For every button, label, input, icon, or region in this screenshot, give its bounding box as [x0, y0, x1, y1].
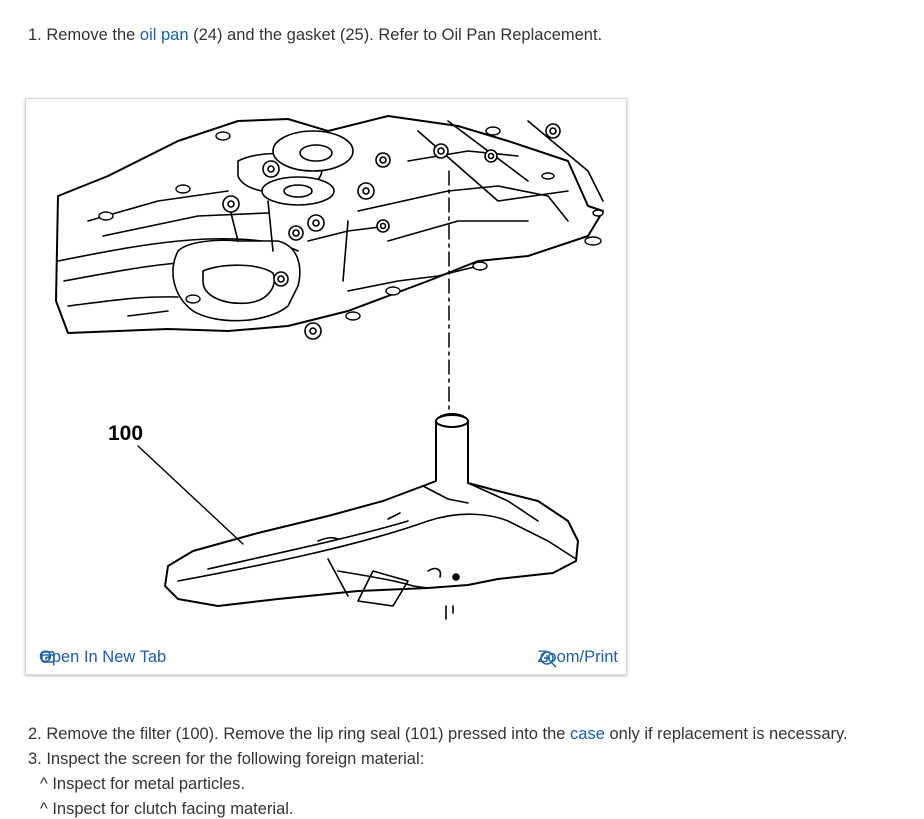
step-1-text-after: (24) and the gasket (25). Refer to Oil P…: [188, 26, 603, 44]
case-link[interactable]: case: [570, 725, 605, 743]
open-in-new-tab-label: Open In New Tab: [39, 648, 167, 666]
zoom-plus-icon: [540, 651, 557, 668]
open-in-new-tab-button[interactable]: Open In New Tab: [39, 648, 166, 667]
illustration-figure: 100 Open In New Tab Zoom/Print: [25, 98, 627, 675]
bullet-item: ^ Inspect for clutch facing material.: [40, 800, 294, 818]
step-3-text: 3. Inspect the screen for the following …: [28, 750, 425, 768]
zoom-print-button[interactable]: Zoom/Print: [537, 648, 618, 668]
zoom-print-label: Zoom/Print: [537, 648, 618, 666]
step-2-text-after: only if replacement is necessary.: [604, 725, 848, 743]
callout-label-100: 100: [108, 422, 143, 445]
transmission-filter-illustration: 100: [55, 115, 604, 620]
bullet-item: ^ Inspect for metal particles.: [40, 775, 245, 793]
step-1-text-before: 1. Remove the: [28, 26, 140, 44]
open-in-new-tab-icon: [41, 651, 55, 663]
step-2-text-before: 2. Remove the filter (100). Remove the l…: [28, 725, 571, 743]
step-1-text: 1. Remove the oil pan (24) and the gaske…: [28, 26, 602, 45]
figure-footer: Open In New Tab Zoom/Print: [26, 640, 626, 674]
step-2-text: 2. Remove the filter (100). Remove the l…: [28, 725, 848, 744]
oil-pan-link[interactable]: oil pan: [139, 26, 189, 44]
